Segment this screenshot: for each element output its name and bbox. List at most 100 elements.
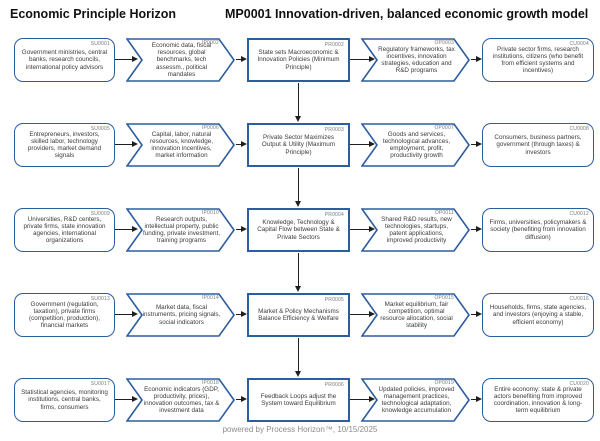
customer-box: CU0020 Entire economy: state & private a…	[482, 378, 594, 422]
box-code: IP0014	[201, 295, 219, 301]
box-text: Market & Policy Mechanisms Balance Effic…	[258, 307, 339, 322]
box-text: Market data, fiscal instruments, pricing…	[142, 304, 221, 326]
supplier-box: SU0001 Government ministries, central ba…	[14, 38, 115, 82]
flow-arrow	[350, 395, 375, 403]
process-box: PR0003 Private Sector Maximizes Output &…	[247, 123, 350, 167]
flow-arrow	[350, 225, 375, 233]
flow-arrow	[471, 395, 482, 403]
box-text: Government ministries, central banks, re…	[21, 49, 108, 71]
box-code: PR0005	[324, 297, 344, 303]
box-text: Government (regulation, taxation), priva…	[28, 300, 101, 330]
process-box: PR0005 Market & Policy Mechanisms Balanc…	[247, 293, 350, 337]
flow-arrow	[115, 55, 138, 63]
box-text: Firms, universities, policymakers & soci…	[489, 219, 587, 241]
flow-arrow	[471, 140, 482, 148]
box-text: Households, firms, state agencies, and i…	[489, 304, 587, 326]
output-box: OP0007 Goods and services, technological…	[361, 123, 470, 167]
customer-box: CU0004 Private sector firms, research in…	[482, 38, 594, 82]
chevron-shape-icon	[361, 38, 470, 82]
box-code: PR0003	[324, 127, 344, 133]
box-code: SU0013	[90, 296, 110, 302]
output-box: OP0003 Regulatory frameworks, tax incent…	[361, 38, 470, 82]
flow-arrow	[236, 225, 247, 233]
box-code: IP0018	[201, 380, 219, 386]
process-box: PR0006 Feedback Loops adjust the System …	[247, 378, 350, 422]
box-text: Economic indicators (GDP, productivity, …	[143, 385, 220, 415]
flow-arrow	[115, 395, 138, 403]
box-text: Capital, labor, natural resources, knowl…	[149, 130, 213, 160]
box-code: SU0001	[90, 41, 110, 47]
box-text: Statistical agencies, monitoring institu…	[21, 389, 108, 411]
page-title: Economic Principle Horizon	[10, 7, 176, 21]
box-code: IP0006	[201, 125, 219, 131]
chevron-shape-icon	[361, 293, 470, 337]
box-text: Entrepreneurs, investors, skilled labor,…	[27, 130, 102, 160]
box-text: State sets Macroeconomic & Innovation Po…	[257, 49, 340, 71]
box-code: CU0012	[569, 211, 589, 217]
process-flow-arrow	[294, 338, 302, 377]
box-code: OP0007	[434, 125, 454, 131]
box-text: Shared R&D results, new technologies, st…	[381, 215, 452, 245]
flow-arrow	[115, 140, 138, 148]
flow-arrow	[350, 310, 375, 318]
box-text: Entire economy: state & private actors b…	[493, 385, 583, 415]
flow-arrow	[471, 225, 482, 233]
flow-arrow	[236, 55, 247, 63]
box-code: SU0005	[90, 126, 110, 132]
box-code: IP0010	[201, 210, 219, 216]
process-flow-arrow	[294, 83, 302, 122]
flow-arrow	[236, 395, 247, 403]
box-text: Private sector firms, research instituti…	[492, 45, 584, 75]
model-title: MP0001 Innovation-driven, balanced econo…	[225, 7, 589, 21]
box-code: OP0015	[434, 295, 454, 301]
box-code: SU0017	[90, 381, 110, 387]
chevron-shape-icon	[126, 293, 235, 337]
supplier-box: SU0017 Statistical agencies, monitoring …	[14, 378, 115, 422]
box-code: PR0002	[324, 42, 344, 48]
box-code: PR0004	[324, 212, 344, 218]
box-text: Goods and services, technological advanc…	[382, 130, 451, 160]
chevron-shape-icon	[126, 38, 235, 82]
chevron-shape-icon	[361, 208, 470, 252]
box-code: OP0003	[434, 40, 454, 46]
box-code: PR0006	[324, 382, 344, 388]
process-box: PR0002 State sets Macroeconomic & Innova…	[247, 38, 350, 82]
box-text: Knowledge, Technology & Capital Flow bet…	[257, 219, 340, 241]
supplier-box: SU0013 Government (regulation, taxation)…	[14, 293, 115, 337]
chevron-shape-icon	[126, 378, 235, 422]
box-text: Research outputs, intellectual property,…	[142, 215, 220, 245]
process-flow-arrow	[294, 168, 302, 207]
flow-arrow	[471, 55, 482, 63]
output-box: OP0015 Market equilibrium, fair competit…	[361, 293, 470, 337]
input-box: IP0010 Research outputs, intellectual pr…	[126, 208, 235, 252]
box-text: Updated policies, improved management pr…	[378, 385, 455, 415]
box-code: CU0008	[569, 126, 589, 132]
box-text: Universities, R&D centers, private firms…	[23, 215, 106, 245]
flow-arrow	[236, 310, 247, 318]
box-code: OP0011	[434, 210, 454, 216]
box-text: Private Sector Maximizes Output & Utilit…	[261, 134, 336, 156]
box-code: CU0004	[569, 41, 589, 47]
box-code: SU0009	[90, 211, 110, 217]
chevron-shape-icon	[361, 378, 470, 422]
powered-by-footer: powered by Process Horizon™, 10/15/2025	[222, 425, 378, 434]
process-box: PR0004 Knowledge, Technology & Capital F…	[247, 208, 350, 252]
output-box: OP0019 Updated policies, improved manage…	[361, 378, 470, 422]
box-text: Economic data, fiscal resources, global …	[151, 42, 212, 78]
supplier-box: SU0005 Entrepreneurs, investors, skilled…	[14, 123, 115, 167]
customer-box: CU0016 Households, firms, state agencies…	[482, 293, 594, 337]
flow-arrow	[115, 225, 138, 233]
box-text: Consumers, business partners, government…	[494, 134, 582, 156]
box-code: OP0019	[434, 380, 454, 386]
flow-arrow	[350, 55, 375, 63]
process-flow-arrow	[294, 253, 302, 292]
chevron-shape-icon	[361, 123, 470, 167]
supplier-box: SU0009 Universities, R&D centers, privat…	[14, 208, 115, 252]
input-box: IP0002 Economic data, fiscal resources, …	[126, 38, 235, 82]
box-text: Market equilibrium, fair competition, op…	[380, 300, 453, 330]
flow-arrow	[350, 140, 375, 148]
input-box: IP0014 Market data, fiscal instruments, …	[126, 293, 235, 337]
box-text: Regulatory frameworks, tax incentives, i…	[378, 45, 455, 75]
customer-box: CU0012 Firms, universities, policymakers…	[482, 208, 594, 252]
